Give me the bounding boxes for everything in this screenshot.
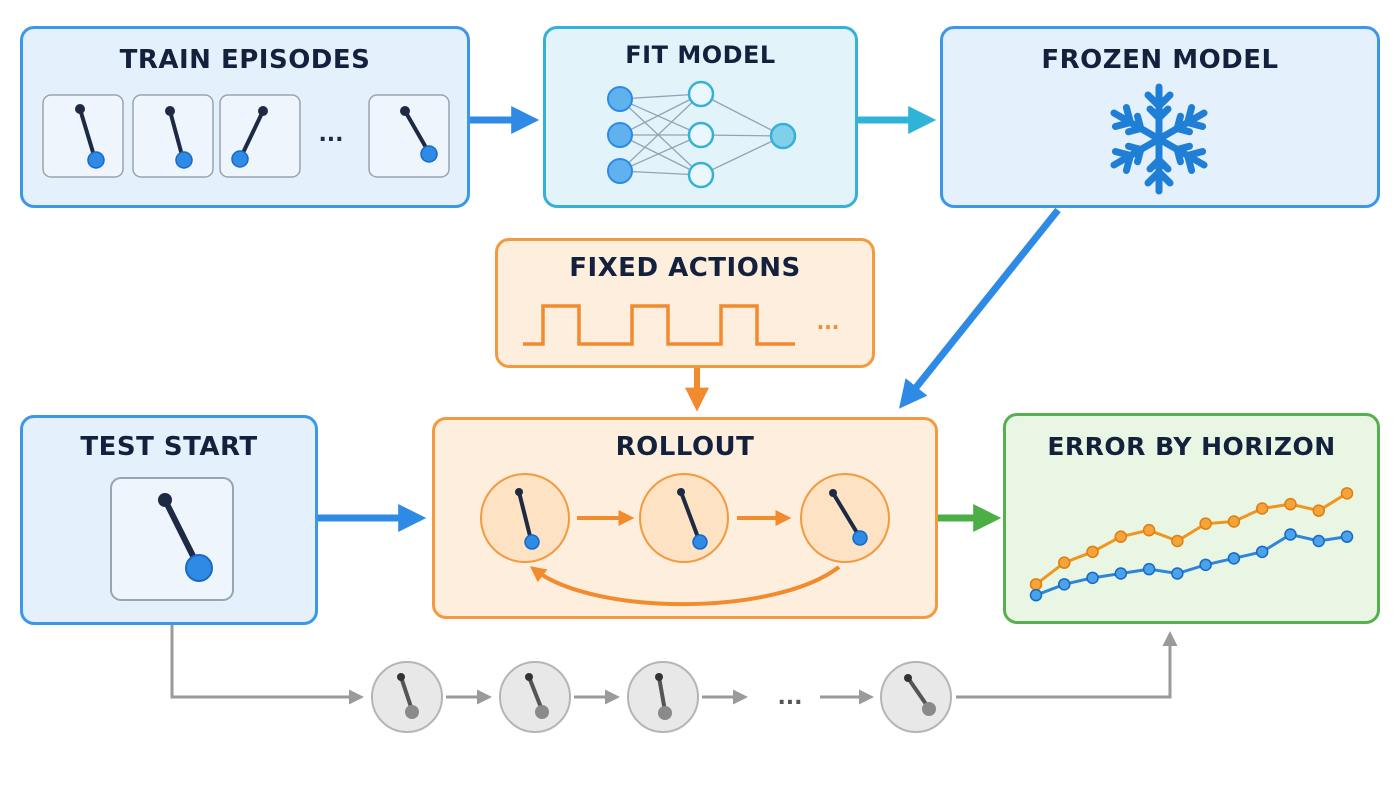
episode-thumbnail-3 — [219, 94, 301, 178]
truth-state-3 — [627, 661, 699, 733]
series-2-point — [1086, 571, 1099, 585]
series-1-point — [1142, 523, 1156, 537]
episode-thumbnail-n — [368, 94, 450, 178]
series-1-point — [1114, 530, 1128, 543]
fixed-actions-node: FIXED ACTIONS ... — [495, 238, 875, 368]
series-2-point — [1142, 562, 1156, 576]
series-2-point — [1114, 567, 1128, 580]
train-episodes-title: TRAIN EPISODES — [119, 45, 371, 75]
episodes-ellipsis: ... — [318, 122, 343, 147]
frozen-model-node: FROZEN MODEL — [940, 26, 1380, 208]
series-1-point — [1284, 497, 1297, 511]
fit-model-title: FIT MODEL — [625, 41, 776, 69]
episode-thumbnail-1 — [42, 94, 124, 178]
frozen-model-title: FROZEN MODEL — [1041, 45, 1279, 75]
series-2-point — [1227, 552, 1241, 565]
rollout-state-3 — [800, 473, 890, 563]
rollout-state-2 — [639, 473, 729, 563]
truth-state-2 — [499, 661, 571, 733]
series-2-point — [1058, 578, 1071, 591]
series-2-point — [1284, 528, 1297, 541]
truth-state-1 — [371, 661, 443, 733]
arrow-truth-to-error — [956, 631, 1178, 699]
series-1-point — [1171, 534, 1184, 548]
series-1-point — [1255, 502, 1269, 515]
arrow-test-to-truth — [170, 625, 364, 705]
fixed-actions-ellipsis: ... — [817, 310, 840, 334]
series-1-point — [1058, 556, 1071, 569]
rollout-node: ROLLOUT — [432, 417, 938, 619]
test-start-title: TEST START — [80, 432, 258, 462]
series-2-point — [1340, 530, 1354, 543]
initial-state-pendulum-icon — [110, 477, 234, 601]
train-episodes-thumbnails: ... — [42, 94, 450, 178]
arrow-frozen-to-rollout — [899, 207, 1061, 409]
series-2-point — [1029, 588, 1043, 602]
rollout-title: ROLLOUT — [615, 432, 755, 462]
snowflake-icon — [1110, 83, 1208, 195]
series-2-point — [1312, 534, 1325, 548]
neural-network-icon — [607, 80, 797, 189]
series-1-point — [1086, 545, 1099, 559]
series-2-point — [1171, 567, 1184, 580]
error-by-horizon-node: ERROR BY HORIZON — [1003, 413, 1380, 624]
series-2-line — [1035, 532, 1348, 597]
rollout-feedback-arrow — [529, 565, 841, 607]
truth-ellipsis: ... — [777, 685, 802, 710]
episode-thumbnail-2 — [132, 94, 214, 178]
fixed-actions-title: FIXED ACTIONS — [569, 253, 801, 283]
error-by-horizon-title: ERROR BY HORIZON — [1047, 432, 1336, 461]
rollout-state-1 — [480, 473, 570, 563]
series-1-point — [1199, 517, 1212, 530]
series-1-point — [1029, 578, 1043, 591]
series-1-point — [1340, 487, 1354, 500]
series-1-point — [1312, 504, 1325, 517]
line-chart-icon — [1029, 487, 1354, 602]
series-2-point — [1255, 545, 1269, 559]
series-2-point — [1199, 558, 1212, 572]
rollout-steps — [480, 473, 890, 607]
train-episodes-node: TRAIN EPISODES ... — [20, 26, 470, 208]
test-start-node: TEST START — [20, 415, 318, 625]
square-wave-icon: ... — [523, 304, 840, 346]
truth-state-n — [880, 661, 952, 733]
series-1-point — [1227, 515, 1241, 528]
fit-model-node: FIT MODEL — [543, 26, 858, 208]
